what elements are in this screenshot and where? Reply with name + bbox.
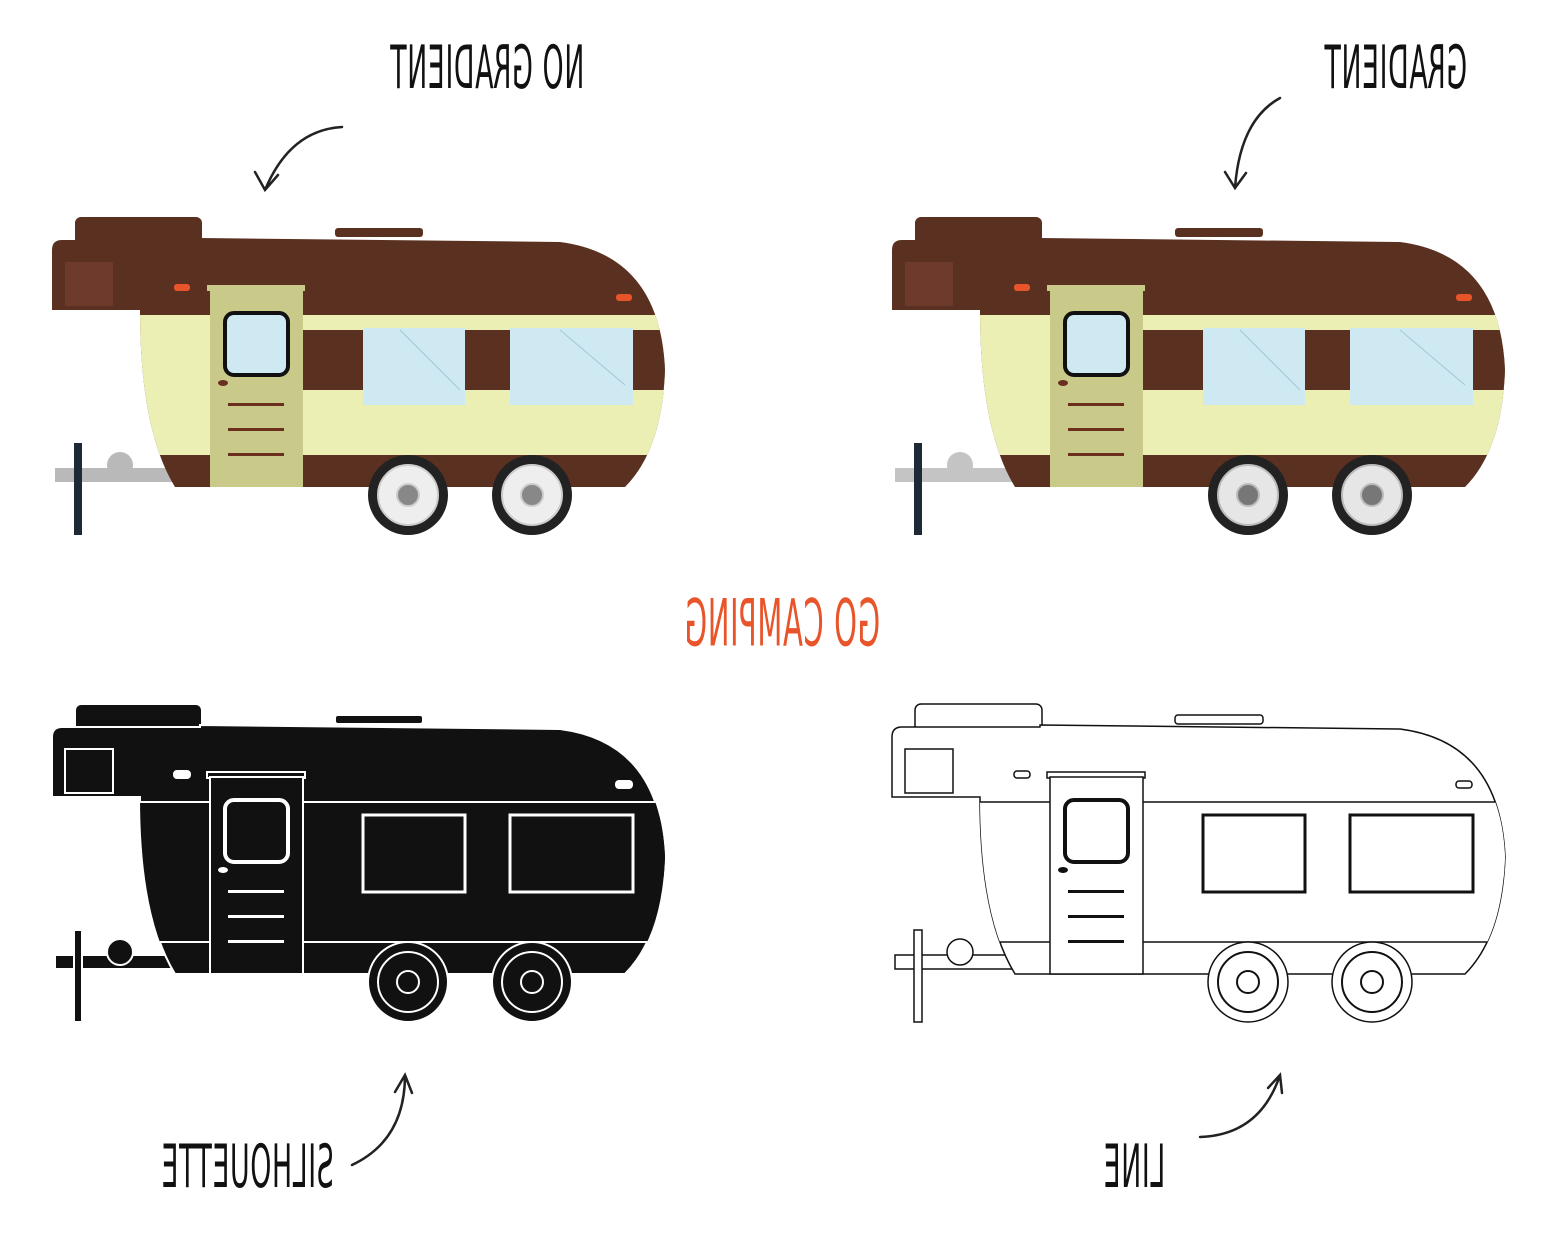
title-go-camping: GO CAMPING [684,586,881,662]
trailer-gradient [892,217,1533,535]
arrow-line [1198,1072,1284,1139]
arrow-silhouette [350,1072,414,1167]
label-line: LINE [1102,1132,1166,1202]
arrow-gradient [1223,96,1282,191]
trailer-silhouette [52,704,693,1022]
trailer-line [892,704,1533,1022]
arrow-no-gradient [253,125,344,193]
label-gradient: GRADIENT [1323,33,1468,103]
label-silhouette: SILHOUETTE [160,1132,334,1202]
trailer-no-gradient [52,217,693,535]
label-no-gradient: NO GRADIENT [389,33,585,103]
